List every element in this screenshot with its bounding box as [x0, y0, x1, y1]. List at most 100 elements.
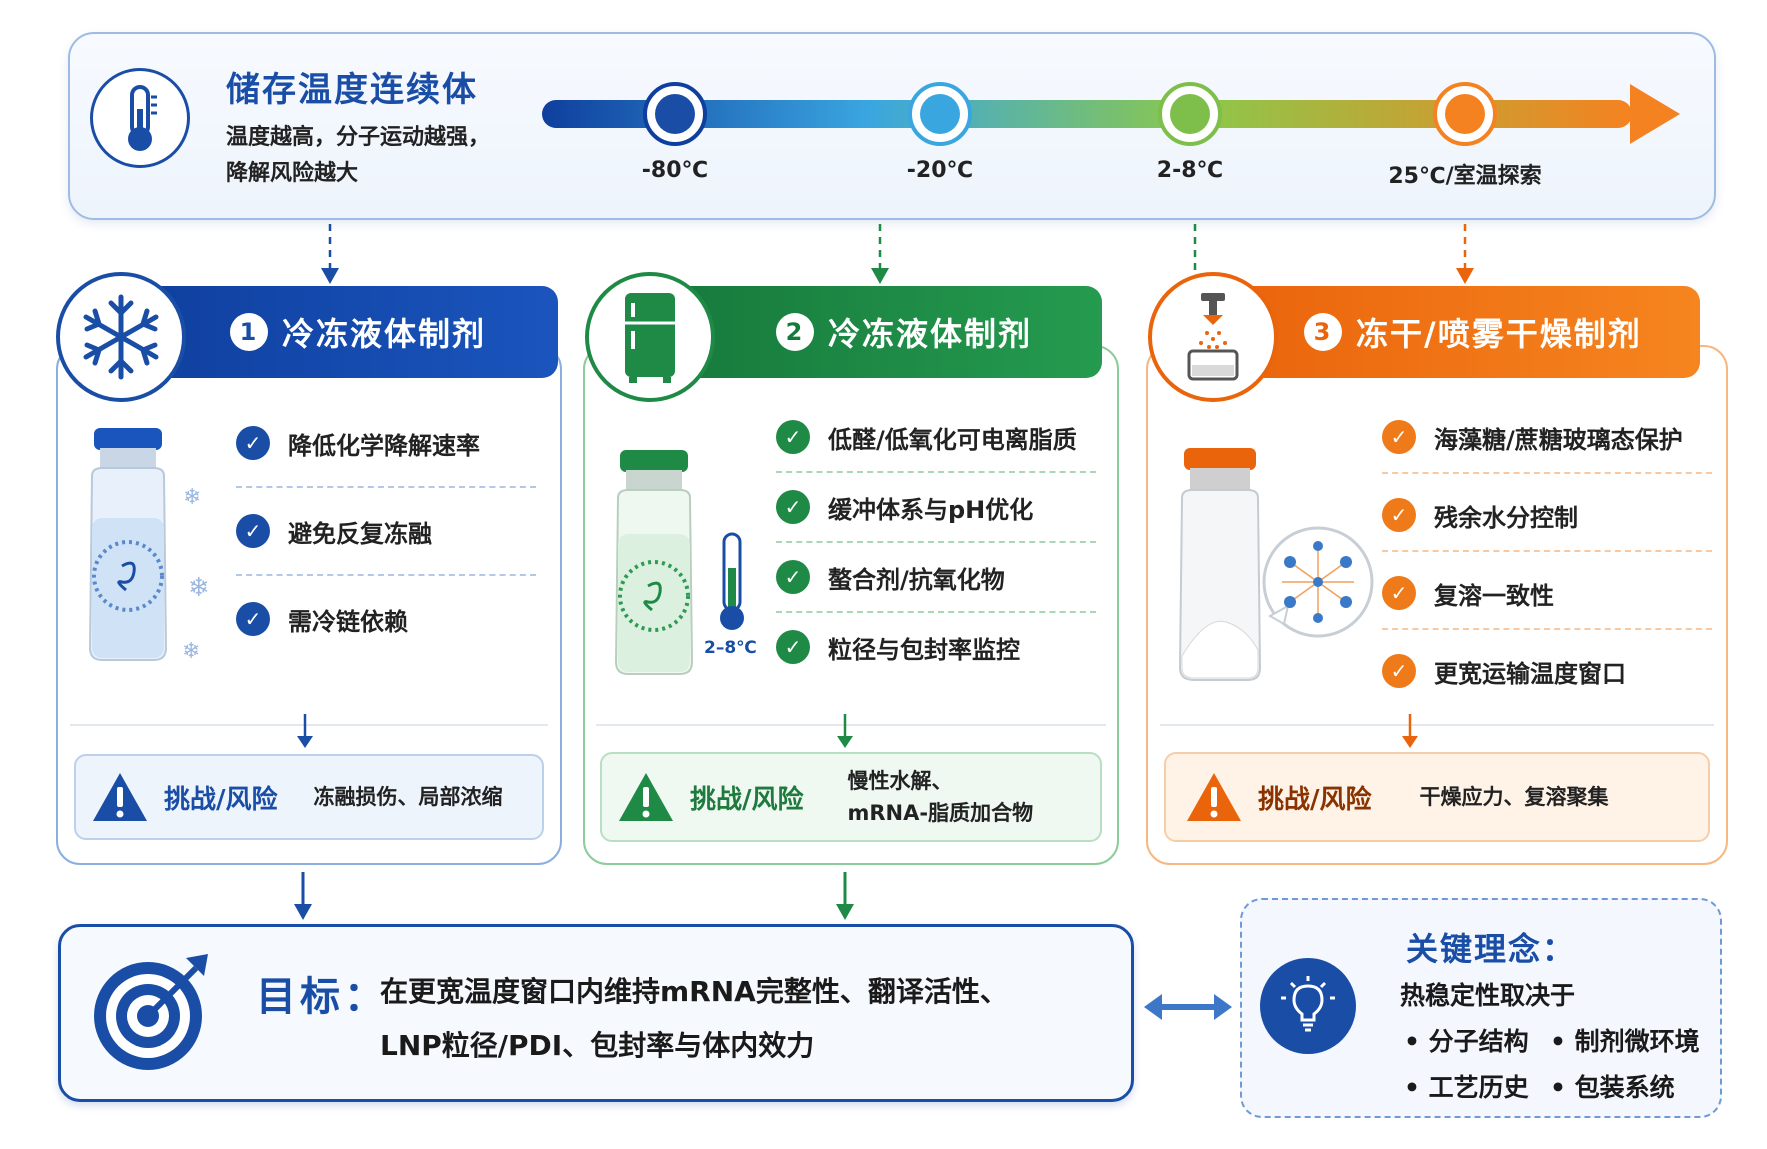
check-icon: ✓	[776, 560, 810, 594]
feature-list: ✓ 降低化学降解速率 ✓ 避免反复冻融 ✓需冷链依赖	[236, 416, 536, 646]
feature-text: 避免反复冻融	[288, 519, 432, 548]
feature-text: 海藻糖/蔗糖玻璃态保护	[1434, 425, 1683, 454]
thermometer-badge	[90, 68, 190, 168]
risk-label: 挑战/风险	[164, 784, 278, 815]
thermometer-icon	[128, 85, 157, 151]
concept-point: • 工艺历史	[1404, 1073, 1529, 1102]
column-banner: 2 冷冻液体制剂	[660, 286, 1102, 378]
down-arrow-icon	[837, 714, 853, 748]
description-line: 降解风险越大	[226, 161, 359, 186]
double-arrow-icon	[1144, 994, 1232, 1020]
continuum-title: 储存温度连续体	[226, 70, 478, 110]
divider	[596, 724, 1106, 726]
check-icon: ✓	[236, 514, 270, 548]
column-title: 冷冻液体制剂	[828, 315, 1033, 353]
concept-point: • 制剂微环境	[1550, 1027, 1700, 1056]
feature-item: ✓ 降低化学降解速率	[236, 416, 536, 470]
column-number: 1	[230, 313, 268, 351]
concept-title: 关键理念：	[1406, 930, 1577, 968]
snowflake-badge	[56, 272, 186, 402]
check-icon: ✓	[776, 420, 810, 454]
divider	[236, 574, 536, 576]
temp-marker	[908, 82, 972, 146]
warning-icon	[93, 773, 147, 821]
divider	[1382, 472, 1712, 474]
warning-icon	[619, 773, 673, 821]
check-icon: ✓	[1382, 654, 1416, 688]
concept-point: • 包装系统	[1550, 1073, 1675, 1102]
temp-label: -20℃	[906, 158, 974, 183]
temp-label: -80℃	[641, 158, 709, 183]
temp-label: 25℃/室温探索	[1388, 164, 1542, 189]
feature-text: 缓冲体系与pH优化	[828, 495, 1034, 524]
goal-label: 目标：	[256, 974, 388, 1020]
svg-text:❄: ❄	[183, 485, 201, 510]
connector-arrows-bottom	[294, 872, 854, 920]
divider	[776, 611, 1096, 613]
feature-item: ✓ 海藻糖/蔗糖玻璃态保护	[1382, 410, 1712, 464]
goal-box	[58, 924, 1134, 1102]
lightbulb-badge	[1260, 958, 1356, 1054]
risk-text: 冻融损伤、局部浓缩	[313, 785, 503, 809]
column-number: 3	[1304, 313, 1342, 351]
feature-item: ✓缓冲体系与pH优化	[776, 480, 1096, 534]
down-arrow-icon	[297, 714, 313, 748]
check-icon: ✓	[1382, 576, 1416, 610]
feature-text: 降低化学降解速率	[288, 431, 480, 460]
orange-vial-illustration	[1178, 448, 1374, 681]
divider	[1160, 724, 1714, 726]
feature-text: 残余水分控制	[1434, 503, 1578, 532]
risk-text: 慢性水解、 mRNA-脂质加合物	[848, 765, 1034, 829]
svg-text:❄: ❄	[182, 639, 200, 664]
risk-label: 挑战/风险	[1258, 784, 1372, 815]
feature-text: 需冷链依赖	[288, 607, 408, 636]
spray-dryer-badge	[1148, 272, 1278, 402]
target-icon	[94, 954, 208, 1070]
feature-text: 低醛/低氧化可电离脂质	[828, 425, 1077, 454]
blue-vial-illustration: ❄ ❄ ❄	[88, 428, 210, 664]
feature-text: 粒径与包封率监控	[828, 635, 1020, 664]
thermometer-label: 2–8℃	[704, 638, 757, 658]
refrigerator-badge	[585, 272, 715, 402]
green-vial-illustration	[614, 450, 744, 675]
description-line: 温度越高，分子运动越强，	[226, 125, 491, 150]
risk-text-line: mRNA-脂质加合物	[847, 801, 1034, 825]
divider	[70, 724, 548, 726]
concept-subtitle: 热稳定性取决于	[1400, 981, 1576, 1010]
feature-item: ✓ 复溶一致性	[1382, 566, 1712, 620]
svg-text:❄: ❄	[188, 573, 210, 603]
check-icon: ✓	[236, 426, 270, 460]
feature-text: 更宽运输温度窗口	[1434, 659, 1626, 688]
divider	[1382, 550, 1712, 552]
feature-text: 复溶一致性	[1434, 581, 1554, 610]
feature-list: ✓ 海藻糖/蔗糖玻璃态保护 ✓ 残余水分控制 ✓ 复溶一致性 ✓ 更宽运输温度窗口	[1382, 410, 1712, 698]
risk-text: 干燥应力、复溶聚集	[1419, 785, 1609, 809]
divider	[1382, 628, 1712, 630]
risk-label: 挑战/风险	[690, 784, 804, 815]
feature-item: ✓ 更宽运输温度窗口	[1382, 644, 1712, 698]
check-icon: ✓	[1382, 420, 1416, 454]
feature-item: ✓粒径与包封率监控	[776, 620, 1096, 674]
risk-box: 挑战/风险 慢性水解、 mRNA-脂质加合物	[600, 752, 1102, 842]
continuum-description: 温度越高，分子运动越强， 降解风险越大	[226, 120, 546, 192]
risk-box: 挑战/风险 冻融损伤、局部浓缩	[74, 754, 544, 840]
goal-text-line: 在更宽温度窗口内维持mRNA完整性、翻译活性、	[380, 975, 1008, 1008]
column-banner: 1 冷冻液体制剂	[130, 286, 558, 378]
snowflake-icon	[83, 294, 159, 380]
down-arrow-icon	[1402, 714, 1418, 748]
connector-arrows-top	[321, 224, 1474, 284]
lightbulb-icon	[1281, 976, 1335, 1032]
temp-marker	[1158, 82, 1222, 146]
refrigerator-icon	[625, 293, 675, 383]
divider	[236, 486, 536, 488]
column-banner: 3 冻干/喷雾干燥制剂	[1230, 286, 1700, 378]
feature-item: ✓ 避免反复冻融	[236, 504, 536, 558]
column-title: 冻干/喷雾干燥制剂	[1356, 315, 1642, 353]
concept-point: • 分子结构	[1404, 1027, 1529, 1056]
warning-icon	[1187, 773, 1241, 821]
feature-item: ✓螯合剂/抗氧化物	[776, 550, 1096, 604]
feature-item: ✓需冷链依赖	[236, 592, 536, 646]
temp-marker	[1433, 82, 1497, 146]
goal-text-line: LNP粒径/PDI、包封率与体内效力	[380, 1029, 815, 1062]
column-title: 冷冻液体制剂	[282, 315, 487, 353]
